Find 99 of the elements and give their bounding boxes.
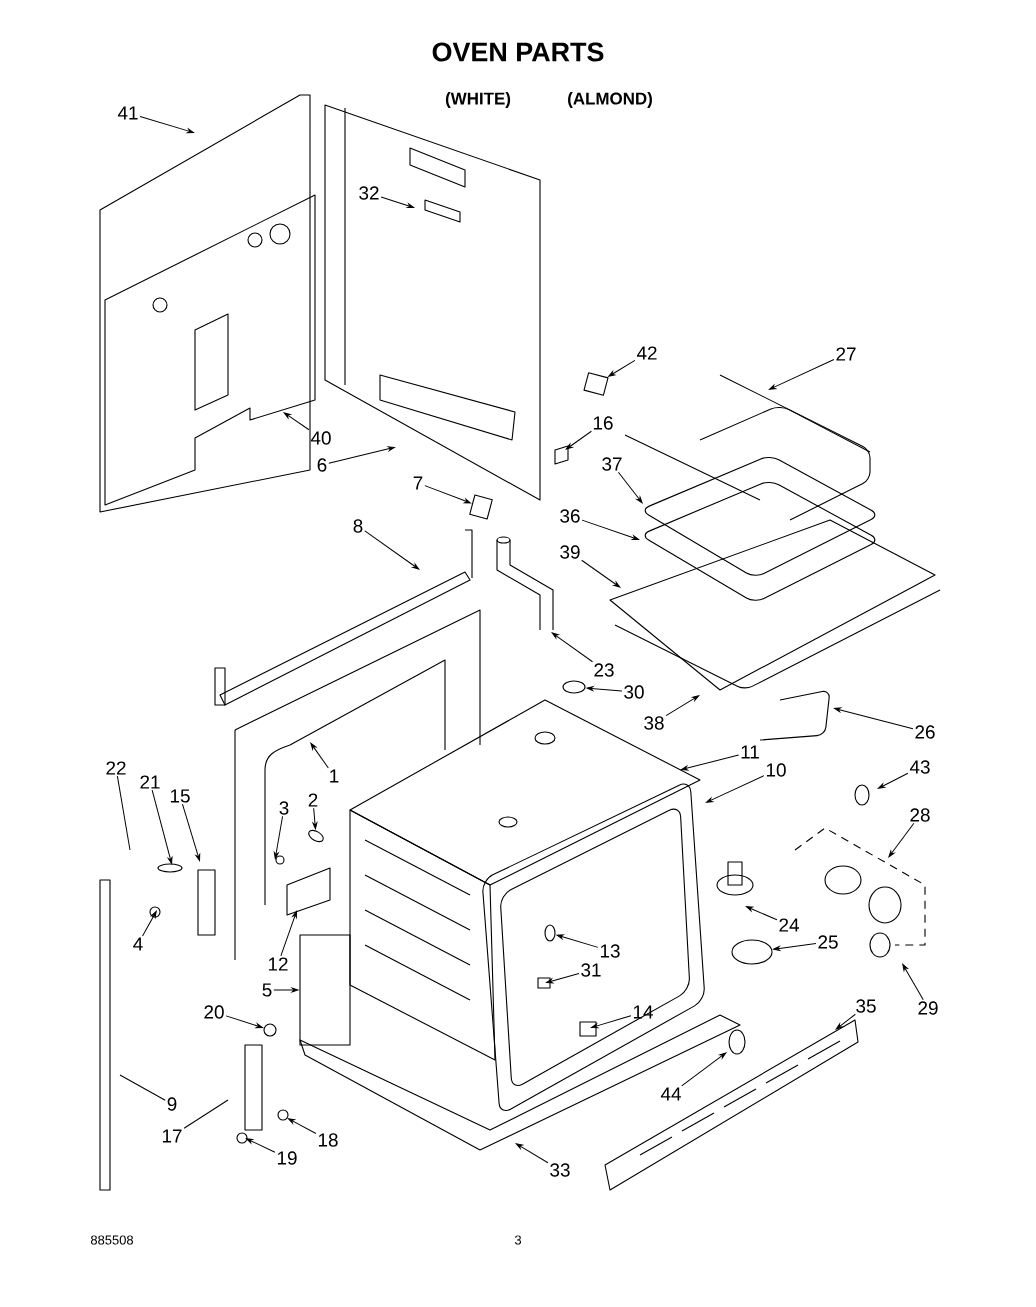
leader-line	[283, 412, 310, 431]
callout-number: 1	[330, 769, 339, 783]
clip	[469, 494, 493, 520]
leader-line	[773, 943, 817, 951]
callout-number: 9	[167, 1097, 177, 1111]
callout-number: 29	[918, 1001, 938, 1015]
leader-line	[877, 772, 909, 789]
callout-number: 3	[279, 801, 289, 815]
callout-number: 14	[633, 1005, 653, 1019]
leader-line	[380, 196, 414, 209]
panel	[299, 934, 351, 1046]
disc	[731, 939, 773, 965]
leader-line	[245, 1138, 276, 1153]
leader-line	[181, 803, 201, 861]
plate	[583, 372, 609, 396]
leader-line	[424, 485, 472, 504]
leader-line	[768, 359, 835, 390]
callout-number: 31	[581, 963, 601, 977]
fitting	[562, 680, 586, 694]
leader-line	[312, 807, 318, 830]
leader-line	[581, 519, 639, 540]
callout-number: 27	[836, 347, 856, 361]
callout-number: 25	[818, 935, 838, 949]
leader-line	[225, 1015, 263, 1029]
callout-number: 37	[602, 457, 622, 471]
leader-line	[328, 446, 395, 464]
callout-number: 22	[106, 761, 126, 775]
callout-number: 26	[915, 725, 935, 739]
leader-line	[151, 789, 173, 864]
leader-line	[287, 1118, 317, 1135]
callout-number: 5	[262, 983, 272, 997]
callout-number: 17	[162, 1129, 182, 1143]
leader-line	[116, 775, 131, 851]
leader-line	[888, 822, 915, 858]
leader-line	[546, 972, 580, 984]
callout-number: 43	[909, 760, 930, 774]
callout-number: 32	[359, 186, 379, 200]
callout-number: 38	[644, 716, 664, 730]
callout-number: 16	[593, 416, 613, 430]
leader-line	[119, 1074, 166, 1101]
callout-number: 40	[310, 431, 331, 445]
callout-number: 21	[140, 775, 160, 789]
callout-number: 11	[741, 745, 759, 759]
callout-number: 36	[560, 509, 580, 523]
callout-number: 42	[636, 346, 657, 360]
leader-line	[591, 1015, 632, 1029]
leader-line	[183, 1099, 229, 1129]
grommet	[544, 924, 556, 942]
leader-line	[834, 707, 914, 730]
callout-number: 4	[133, 937, 143, 951]
title: OVEN PARTS	[432, 42, 604, 62]
colour-label: (WHITE)	[445, 92, 511, 108]
leader-line	[665, 695, 700, 717]
callout-number: 30	[624, 685, 644, 699]
callout-number: 18	[318, 1133, 338, 1147]
document-number: 885508	[90, 1235, 134, 1245]
colour-label: (ALMOND)	[568, 92, 652, 108]
page-number: 3	[514, 1235, 522, 1245]
callout-number: 2	[308, 793, 318, 807]
callout-number: 39	[560, 545, 580, 559]
leader-line	[273, 987, 299, 993]
callout-number: 15	[170, 789, 190, 803]
leader-line	[835, 1013, 856, 1030]
callout-number: 19	[277, 1151, 297, 1165]
leader-line	[310, 742, 329, 769]
callout-number: 24	[779, 918, 799, 932]
leader-line	[586, 686, 623, 692]
leader-line	[139, 116, 194, 134]
leader-line	[565, 430, 592, 450]
leader-line	[705, 775, 765, 803]
callout-number: 12	[268, 957, 288, 971]
leader-line	[745, 906, 778, 921]
callout-number: 7	[413, 476, 423, 490]
callout-number: 20	[204, 1005, 224, 1019]
leader-line	[515, 1143, 549, 1164]
callout-number: 28	[910, 808, 930, 822]
leader-line	[551, 632, 593, 663]
bulb	[308, 829, 324, 843]
callout-number: 44	[660, 1087, 681, 1101]
leader-line	[556, 934, 599, 948]
callout-number: 13	[600, 944, 620, 958]
leader-line	[364, 530, 420, 570]
callout-number: 35	[856, 999, 876, 1013]
callout-number: 33	[550, 1163, 570, 1177]
callout-number: 41	[117, 106, 138, 120]
leader-line	[273, 815, 284, 859]
leader-line	[142, 910, 157, 937]
leader-line	[681, 1052, 727, 1087]
callout-number: 10	[766, 763, 786, 777]
callout-number: 8	[353, 519, 363, 533]
leader-line	[581, 559, 621, 588]
callout-number: 23	[594, 663, 614, 677]
spring	[263, 1023, 277, 1037]
callout-number: 6	[317, 458, 327, 472]
leader-line	[280, 911, 297, 957]
leader-line	[617, 471, 643, 504]
leader-line	[608, 359, 636, 377]
leader-line	[681, 754, 740, 771]
leader-line	[902, 963, 924, 1001]
